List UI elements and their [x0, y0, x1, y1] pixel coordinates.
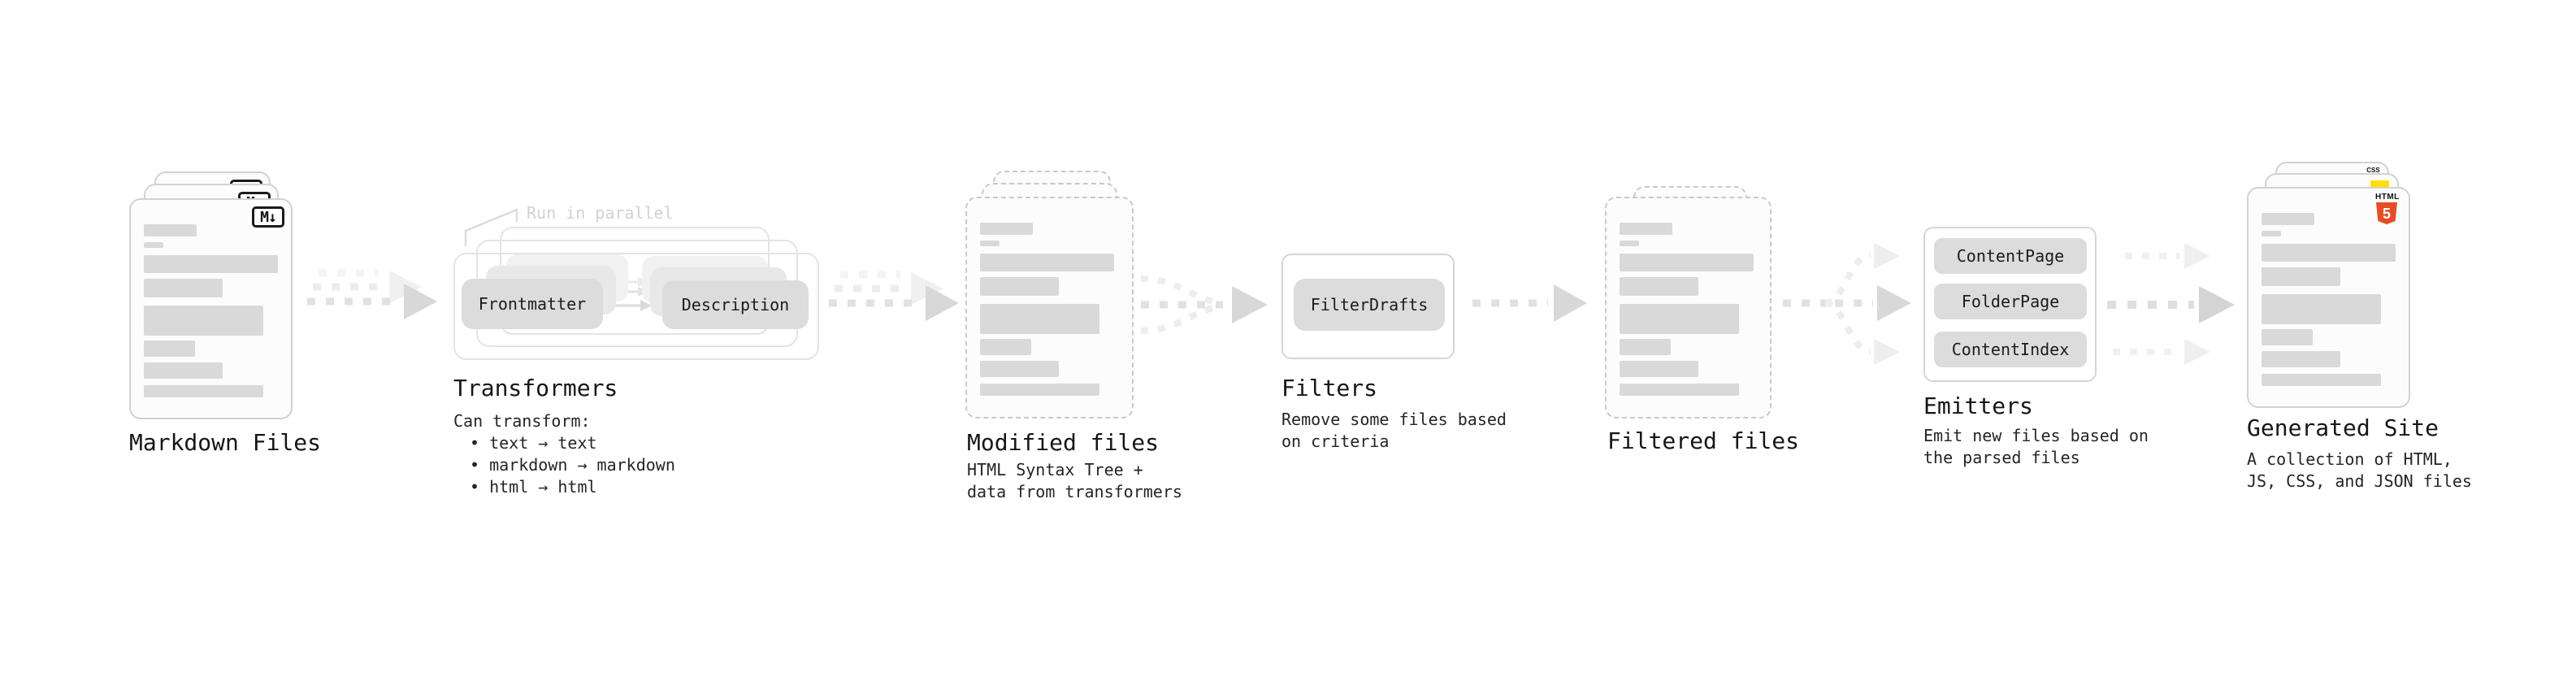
caption-line: HTML Syntax Tree +	[967, 460, 1143, 479]
html5-icon-text: HTML	[2375, 193, 2400, 202]
placeholder-bar	[2262, 213, 2314, 225]
filters-caption: Remove some files based on criteria	[1281, 409, 1507, 453]
generated-file-card-front: HTML 5	[2247, 187, 2410, 408]
filters-label: Filters	[1281, 375, 1378, 401]
contentpage-pill: ContentPage	[1934, 238, 2087, 274]
description-pill: Description	[662, 280, 809, 329]
placeholder-bar	[1620, 254, 1754, 271]
arrow-markdown-to-transformers	[307, 269, 437, 319]
transformers-label: Transformers	[453, 375, 618, 401]
caption-bullet: • html → html	[470, 477, 597, 497]
arrow-filters-to-filtered	[1472, 284, 1587, 322]
placeholder-bar	[2262, 351, 2340, 367]
placeholder-bar	[144, 279, 223, 297]
emitters-box	[1923, 227, 2097, 382]
placeholder-bar	[980, 304, 1099, 334]
css-icon-text: CSS	[2366, 167, 2380, 174]
html5-icon-shield: 5	[2376, 202, 2397, 224]
placeholder-bar	[144, 242, 163, 248]
markdown-icon: M↓	[252, 206, 284, 228]
filtered-files-label: Filtered files	[1607, 427, 1800, 454]
placeholder-bar	[1620, 223, 1672, 235]
run-in-parallel-callout-line	[464, 208, 518, 246]
placeholder-bar	[2262, 329, 2313, 345]
arrow-modified-to-filters-merge	[1140, 275, 1268, 334]
html5-icon-number: 5	[2382, 205, 2391, 222]
placeholder-bar	[1620, 339, 1671, 355]
caption-line: JS, CSS, and JSON files	[2247, 471, 2472, 491]
placeholder-bar	[144, 362, 223, 379]
placeholder-bar	[980, 339, 1031, 355]
transformers-caption: Can transform: • text → text • markdown …	[453, 410, 675, 498]
placeholder-bar	[980, 223, 1033, 235]
emitters-caption: Emit new files based on the parsed files	[1923, 425, 2149, 469]
caption-line: on criteria	[1281, 432, 1390, 451]
placeholder-bar	[2262, 231, 2281, 236]
caption-line: A collection of HTML,	[2247, 449, 2452, 469]
caption-line: data from transformers	[967, 482, 1182, 501]
emitters-label: Emitters	[1923, 393, 2033, 419]
markdown-files-label: Markdown Files	[129, 429, 322, 456]
frontmatter-pill: Frontmatter	[462, 279, 603, 329]
arrow-transformers-to-modified	[829, 271, 959, 321]
placeholder-bar	[2262, 294, 2381, 324]
contentindex-pill: ContentIndex	[1934, 332, 2087, 367]
placeholder-bar	[980, 254, 1114, 271]
folderpage-pill: FolderPage	[1934, 284, 2087, 319]
markdown-file-card-front: M↓	[129, 198, 293, 419]
placeholder-bar	[980, 241, 1000, 246]
modified-files-label: Modified files	[967, 429, 1160, 456]
placeholder-bar	[2262, 267, 2340, 286]
filterdrafts-pill: FilterDrafts	[1294, 279, 1445, 331]
transformer-box-front	[453, 253, 819, 360]
generated-site-caption: A collection of HTML, JS, CSS, and JSON …	[2247, 449, 2472, 492]
caption-bullet: • markdown → markdown	[470, 455, 675, 475]
filtered-file-card-front	[1605, 197, 1772, 419]
placeholder-bar	[144, 255, 278, 273]
placeholder-bar	[144, 385, 263, 397]
caption-line: the parsed files	[1923, 448, 2080, 467]
placeholder-bar	[144, 306, 263, 336]
html5-icon: HTML 5	[2375, 193, 2400, 224]
modified-files-caption: HTML Syntax Tree + data from transformer…	[967, 459, 1182, 503]
placeholder-bar	[980, 277, 1059, 296]
caption-line: Can transform:	[453, 411, 591, 431]
caption-line: Emit new files based on	[1923, 426, 2149, 445]
run-in-parallel-note: Run in parallel	[527, 203, 674, 223]
filters-box	[1281, 254, 1455, 359]
placeholder-bar	[144, 340, 195, 357]
placeholder-bar	[144, 224, 197, 236]
caption-bullet: • text → text	[470, 433, 597, 453]
placeholder-bar	[1620, 361, 1698, 377]
arrow-filtered-to-emitters-split	[1783, 243, 1911, 365]
placeholder-bar	[1620, 384, 1739, 396]
modified-file-card-front	[965, 197, 1134, 419]
placeholder-bar	[980, 384, 1099, 396]
placeholder-bar	[2262, 244, 2396, 262]
placeholder-bar	[1620, 241, 1639, 246]
generated-site-label: Generated Site	[2247, 414, 2439, 441]
caption-line: Remove some files based	[1281, 410, 1507, 429]
arrow-emitters-to-generated	[2107, 243, 2235, 365]
placeholder-bar	[980, 361, 1059, 377]
placeholder-bar	[2262, 374, 2381, 386]
placeholder-bar	[1620, 304, 1739, 334]
placeholder-bar	[1620, 277, 1698, 296]
